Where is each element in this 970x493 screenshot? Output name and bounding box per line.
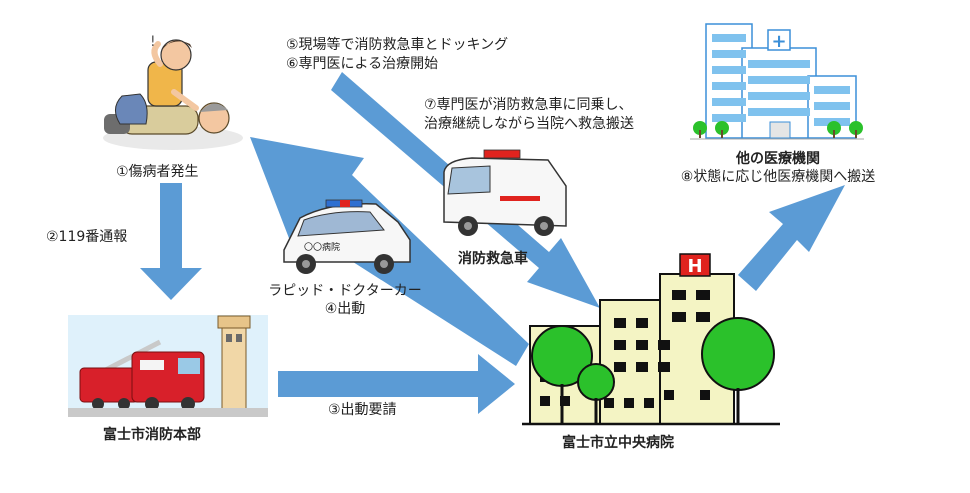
step-ride-along-line2: 治療継続しながら当院へ救急搬送 bbox=[424, 116, 634, 132]
arrow-patient-to-firehq bbox=[140, 183, 202, 300]
rapid-doctor-car-illustration: 〇〇病院 bbox=[283, 199, 411, 274]
hospital-h-sign: H bbox=[687, 256, 702, 277]
patient-label: ①傷病者発生 bbox=[116, 164, 199, 180]
car-door-text: 〇〇病院 bbox=[304, 241, 340, 253]
patient-scene-illustration: ! bbox=[103, 34, 243, 150]
central-hospital-label: 富士市立中央病院 bbox=[562, 435, 674, 451]
other-medical-title-label: 他の医療機関 bbox=[736, 151, 820, 167]
rapid-car-step-label: ④出動 bbox=[324, 301, 366, 317]
step-dispatch-request-label: ③出動要請 bbox=[328, 402, 397, 418]
ambulance-illustration bbox=[443, 149, 567, 236]
cross-icon: + bbox=[771, 31, 786, 52]
svg-text:!: ! bbox=[150, 34, 156, 50]
other-medical-facility-illustration: + bbox=[690, 23, 864, 140]
step-docking-label: ⑤現場等で消防救急車とドッキング bbox=[286, 37, 509, 53]
ambulance-label: 消防救急車 bbox=[458, 251, 528, 267]
fire-hq-illustration bbox=[68, 315, 268, 417]
arrow-firehq-to-hospital bbox=[278, 354, 515, 414]
rapid-car-name-label: ラピッド・ドクターカー bbox=[268, 283, 422, 299]
step-call-119-label: ②119番通報 bbox=[46, 229, 128, 245]
arrow-hospital-to-other-medical bbox=[738, 185, 845, 291]
step-ride-along-line1: ⑦専門医が消防救急車に同乗し、 bbox=[424, 97, 633, 113]
step-treatment-start-label: ⑥専門医による治療開始 bbox=[286, 56, 439, 72]
fire-hq-label: 富士市消防本部 bbox=[103, 427, 201, 443]
other-medical-step-label: ⑧状態に応じ他医療機関へ搬送 bbox=[680, 169, 876, 185]
central-hospital-illustration: H bbox=[522, 253, 780, 426]
